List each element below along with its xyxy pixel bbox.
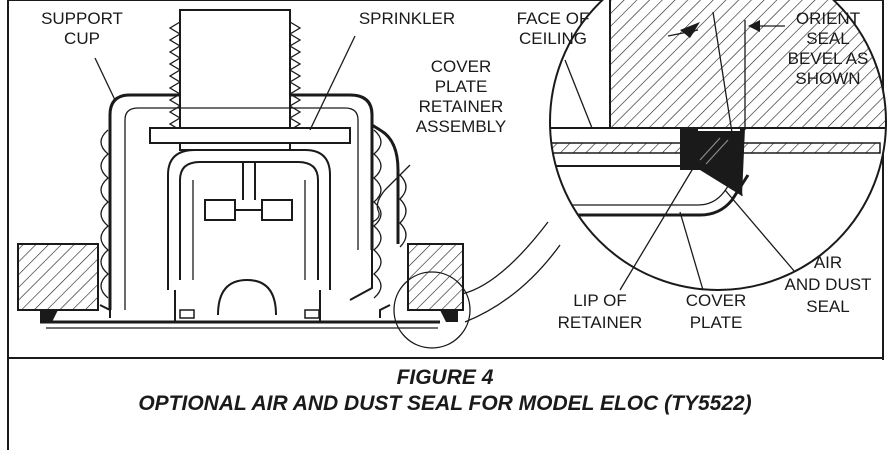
cover-plate-retainer-line-3: RETAINER	[419, 97, 504, 116]
cover-plate-retainer-line-4: ASSEMBLY	[416, 117, 506, 136]
label-sprinkler: SPRINKLER	[359, 9, 455, 28]
label-cover-plate: COVER PLATE	[686, 291, 746, 332]
face-of-ceiling-line-1: FACE OF	[517, 9, 590, 28]
lip-of-retainer-line-2: RETAINER	[558, 313, 643, 332]
ceiling-right	[407, 243, 464, 311]
face-of-ceiling-line-2: CEILING	[519, 29, 587, 48]
orient-seal-line-1: ORIENT	[796, 9, 860, 28]
air-dust-seal-left	[40, 310, 58, 322]
lip-of-retainer-line-1: LIP OF	[573, 291, 627, 310]
label-cover-plate-retainer: COVER PLATE RETAINER ASSEMBLY	[416, 57, 506, 136]
cover-plate-line-1: COVER	[686, 291, 746, 310]
sprinkler-frame	[149, 127, 351, 290]
sprinkler-thread	[168, 9, 302, 151]
leaders-left	[94, 35, 411, 223]
label-face-of-ceiling: FACE OF CEILING	[517, 9, 590, 48]
air-dust-seal-right	[440, 310, 458, 322]
figure-subtitle: OPTIONAL AIR AND DUST SEAL FOR MODEL ELO…	[138, 392, 751, 415]
label-support-cup: SUPPORT CUP	[41, 9, 123, 48]
figure-title: FIGURE 4	[397, 366, 494, 389]
orient-seal-line-4: SHOWN	[795, 69, 860, 88]
air-dust-seal-line-3: SEAL	[806, 297, 849, 316]
cover-plate-retainer-line-1: COVER	[431, 57, 491, 76]
label-lip-of-retainer: LIP OF RETAINER	[558, 291, 643, 332]
deflector-dome	[217, 278, 277, 316]
ceiling-left	[17, 243, 99, 311]
air-dust-seal-line-1: AIR	[814, 253, 842, 272]
detail-view	[549, 0, 887, 291]
page-border	[7, 0, 884, 450]
sprinkler-label: SPRINKLER	[359, 9, 455, 28]
cover-plate-retainer	[349, 123, 407, 301]
support-cup-line-1: SUPPORT	[41, 9, 123, 28]
orient-seal-line-2: SEAL	[806, 29, 849, 48]
support-cup-line-2: CUP	[64, 29, 100, 48]
orient-seal-line-3: BEVEL AS	[788, 49, 869, 68]
cover-plate-retainer-line-2: PLATE	[435, 77, 488, 96]
leaders-right	[564, 11, 796, 291]
figure-caption: FIGURE 4 OPTIONAL AIR AND DUST SEAL FOR …	[138, 366, 751, 415]
label-orient-seal: ORIENT SEAL BEVEL AS SHOWN	[788, 9, 869, 88]
detail-callout-circle	[393, 221, 561, 349]
air-dust-seal-line-2: AND DUST	[785, 275, 872, 294]
cover-plate	[40, 290, 440, 329]
cover-plate-line-2: PLATE	[690, 313, 743, 332]
label-air-dust-seal: AIR AND DUST SEAL	[785, 253, 872, 316]
